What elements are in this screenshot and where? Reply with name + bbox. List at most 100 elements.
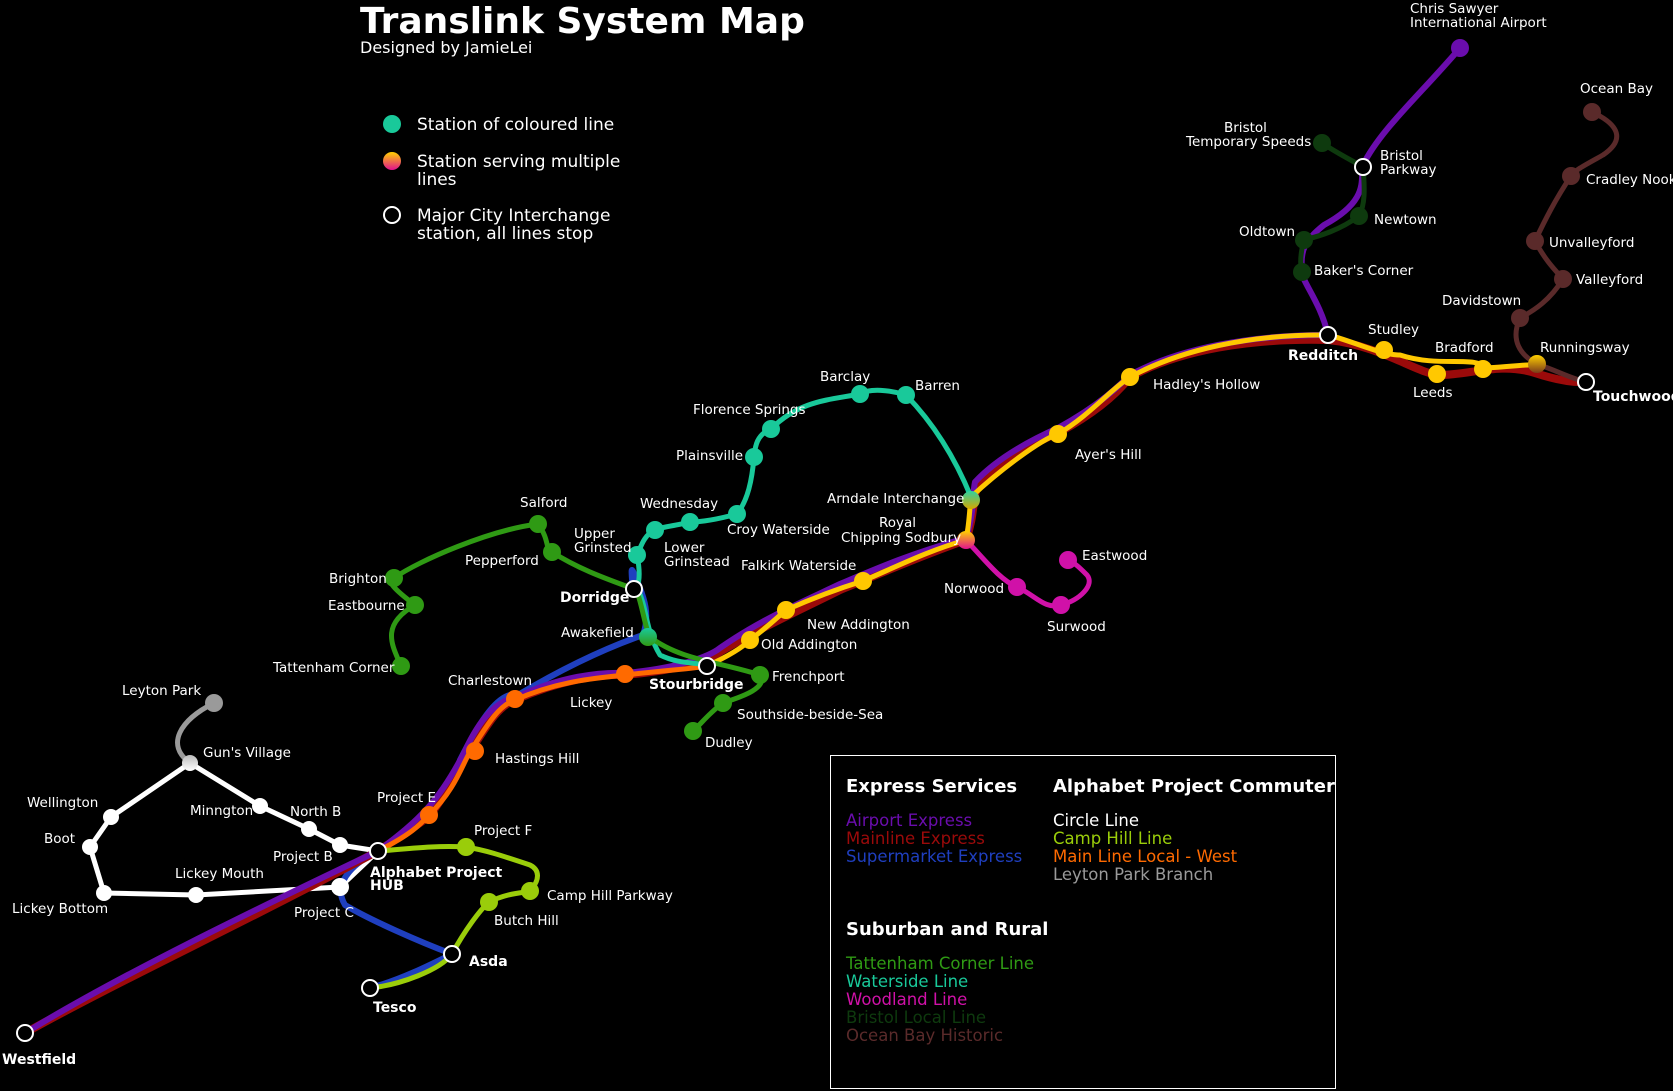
label-project-e: Project E: [377, 790, 436, 806]
legend-express-heading: Express Services: [846, 776, 1018, 797]
station-redditch[interactable]: [1319, 326, 1337, 344]
key-multi-station-label: Station serving multiple lines: [417, 152, 621, 190]
label-eastbourne: Eastbourne: [328, 598, 405, 614]
station-north-b[interactable]: [301, 821, 317, 837]
station-butch-hill[interactable]: [480, 893, 498, 911]
station-wednesday[interactable]: [681, 513, 699, 531]
label-leyton-park: Leyton Park: [122, 683, 201, 699]
legend-item-waterside-line: Waterside Line: [846, 972, 969, 991]
label-hadleys-hollow: Hadley's Hollow: [1153, 377, 1260, 393]
station-upper-grinsted[interactable]: [628, 546, 646, 564]
station-croy-waterside[interactable]: [728, 505, 746, 523]
station-labels: Westfield Tesco Asda Butch Hill Camp Hil…: [2, 1, 1673, 1068]
station-barren[interactable]: [897, 386, 915, 404]
station-camp-hill-parkway[interactable]: [521, 882, 539, 900]
label-salford: Salford: [520, 495, 568, 511]
station-salford[interactable]: [529, 515, 547, 533]
station-boot[interactable]: [82, 839, 98, 855]
station-lower-grinstead[interactable]: [646, 521, 664, 539]
station-minngton[interactable]: [252, 798, 268, 814]
station-ocean-bay[interactable]: [1583, 103, 1601, 121]
label-ocean-bay: Ocean Bay: [1580, 81, 1653, 97]
station-touchwood[interactable]: [1577, 373, 1595, 391]
station-tesco[interactable]: [361, 979, 379, 997]
label-arndale: Arndale Interchange: [827, 491, 964, 507]
label-frenchport: Frenchport: [772, 669, 845, 685]
station-southside[interactable]: [714, 694, 732, 712]
station-hastings-hill[interactable]: [466, 742, 484, 760]
label-norwood: Norwood: [944, 581, 1004, 597]
legend-item-supermarket-express: Supermarket Express: [846, 847, 1023, 866]
station-bristol-parkway[interactable]: [1354, 158, 1372, 176]
station-guns-village[interactable]: [182, 755, 198, 771]
label-falkirk: Falkirk Waterside: [741, 558, 856, 574]
station-project-e[interactable]: [420, 806, 438, 824]
station-runningsway[interactable]: [1528, 355, 1546, 373]
station-lickey-bottom[interactable]: [96, 885, 112, 901]
station-frenchport[interactable]: [751, 666, 769, 684]
station-new-addington[interactable]: [777, 601, 795, 619]
station-bakers-corner[interactable]: [1293, 263, 1311, 281]
station-westfield[interactable]: [16, 1024, 34, 1042]
label-surwood: Surwood: [1047, 619, 1106, 635]
station-dorridge[interactable]: [625, 580, 643, 598]
station-leeds[interactable]: [1428, 365, 1446, 383]
station-barclay[interactable]: [851, 385, 869, 403]
label-project-b: Project B: [273, 849, 333, 865]
legend-alphabet-heading: Alphabet Project Commuter: [1053, 776, 1335, 797]
station-brighton[interactable]: [385, 569, 403, 587]
station-project-c[interactable]: [331, 878, 349, 896]
station-falkirk[interactable]: [854, 572, 872, 590]
station-hadleys-hollow[interactable]: [1121, 368, 1139, 386]
label-charlestown: Charlestown: [448, 673, 532, 689]
station-lickey-mouth[interactable]: [188, 887, 204, 903]
station-old-addington[interactable]: [741, 631, 759, 649]
station-royal-chipping[interactable]: [957, 531, 975, 549]
page-subtitle: Designed by JamieLei: [360, 38, 533, 57]
label-lower-grinstead-1: Lower: [664, 540, 705, 556]
label-tattenham-corner: Tattenham Corner: [272, 660, 395, 676]
station-arndale[interactable]: [962, 491, 980, 509]
station-alphabet-hub[interactable]: [369, 842, 387, 860]
station-florence-springs[interactable]: [762, 420, 780, 438]
station-norwood[interactable]: [1008, 578, 1026, 596]
station-asda[interactable]: [443, 945, 461, 963]
station-cradley-nook[interactable]: [1562, 167, 1580, 185]
station-lickey[interactable]: [616, 665, 634, 683]
label-plainsville: Plainsville: [676, 448, 743, 464]
station-dudley[interactable]: [684, 722, 702, 740]
station-surwood[interactable]: [1052, 596, 1070, 614]
station-leyton-park[interactable]: [205, 694, 223, 712]
station-airport[interactable]: [1451, 39, 1469, 57]
station-davidstown[interactable]: [1511, 309, 1529, 327]
station-ayers-hill[interactable]: [1049, 425, 1067, 443]
station-plainsville[interactable]: [745, 448, 763, 466]
label-davidstown: Davidstown: [1442, 293, 1521, 309]
station-charlestown[interactable]: [506, 690, 524, 708]
station-wellington[interactable]: [103, 809, 119, 825]
station-tattenham-corner[interactable]: [392, 657, 410, 675]
station-unvalleyford[interactable]: [1526, 232, 1544, 250]
station-eastbourne[interactable]: [406, 596, 424, 614]
station-oldtown[interactable]: [1295, 231, 1313, 249]
station-valleyford[interactable]: [1554, 270, 1572, 288]
station-newtown[interactable]: [1350, 207, 1368, 225]
station-pepperford[interactable]: [543, 543, 561, 561]
station-bristol-temporary[interactable]: [1313, 134, 1331, 152]
label-camp-hill-parkway: Camp Hill Parkway: [547, 888, 673, 904]
station-eastwood[interactable]: [1059, 551, 1077, 569]
label-asda: Asda: [469, 954, 508, 970]
station-studley[interactable]: [1375, 341, 1393, 359]
line-leyton-park-branch: [175, 700, 217, 766]
station-project-f[interactable]: [457, 838, 475, 856]
label-project-f: Project F: [474, 823, 532, 839]
label-upper-grinsted-2: Grinsted: [574, 540, 632, 556]
legend-item-bristol-local-line: Bristol Local Line: [846, 1008, 987, 1027]
label-cradley-nook: Cradley Nook: [1586, 172, 1673, 188]
station-project-b[interactable]: [332, 837, 348, 853]
station-bradford[interactable]: [1474, 360, 1492, 378]
station-stourbridge[interactable]: [698, 657, 716, 675]
stations: [16, 39, 1601, 1042]
station-awakefield[interactable]: [639, 628, 657, 646]
